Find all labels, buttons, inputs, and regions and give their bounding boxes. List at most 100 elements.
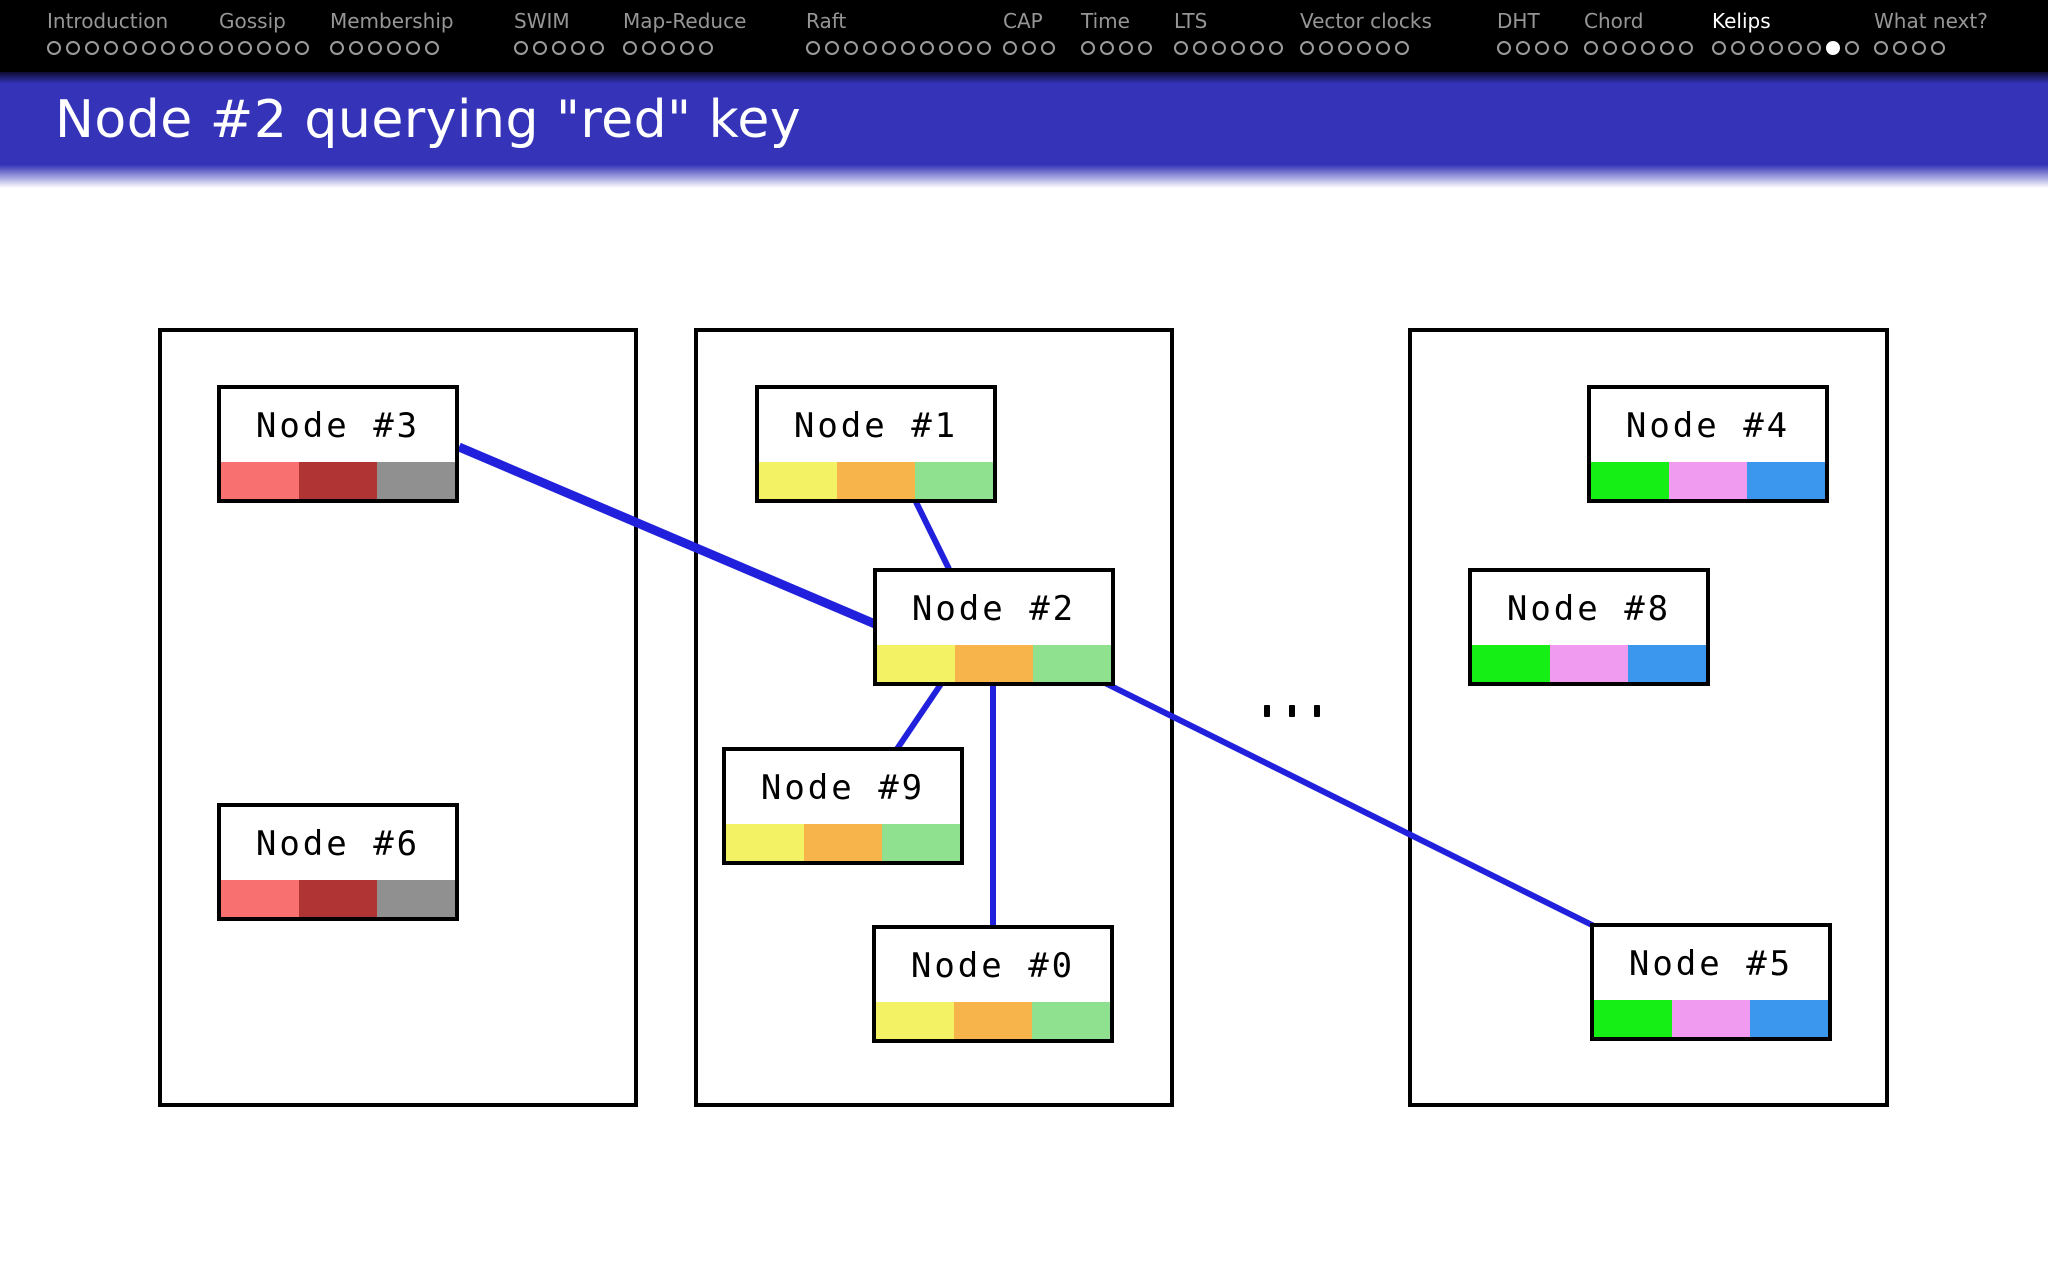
nav-section-swim[interactable]: SWIM xyxy=(514,8,604,55)
slide-dot[interactable] xyxy=(882,41,896,55)
slide-dot[interactable] xyxy=(1300,41,1314,55)
nav-section-label[interactable]: Map-Reduce xyxy=(623,9,747,33)
slide-dot[interactable] xyxy=(661,41,675,55)
slide-dot[interactable] xyxy=(699,41,713,55)
slide-dot[interactable] xyxy=(1003,41,1017,55)
slide-dot[interactable] xyxy=(1893,41,1907,55)
slide-dot[interactable] xyxy=(680,41,694,55)
slide-dot[interactable] xyxy=(623,41,637,55)
slide-dot[interactable] xyxy=(571,41,585,55)
slide-dot[interactable] xyxy=(901,41,915,55)
slide-dot[interactable] xyxy=(1138,41,1152,55)
slide-dot[interactable] xyxy=(219,41,233,55)
nav-section-time[interactable]: Time xyxy=(1081,8,1152,55)
slide-dot[interactable] xyxy=(349,41,363,55)
nav-section-gossip[interactable]: Gossip xyxy=(219,8,309,55)
nav-section-label[interactable]: CAP xyxy=(1003,9,1043,33)
slide-dot[interactable] xyxy=(1022,41,1036,55)
slide-dot[interactable] xyxy=(1100,41,1114,55)
nav-section-label[interactable]: Kelips xyxy=(1712,9,1771,33)
slide-dot[interactable] xyxy=(1174,41,1188,55)
slide-dot[interactable] xyxy=(1845,41,1859,55)
slide-dot[interactable] xyxy=(238,41,252,55)
slide-dot[interactable] xyxy=(257,41,271,55)
nav-section-dht[interactable]: DHT xyxy=(1497,8,1568,55)
slide-dot[interactable] xyxy=(958,41,972,55)
slide-dot[interactable] xyxy=(1769,41,1783,55)
slide-dot[interactable] xyxy=(1319,41,1333,55)
slide-dot[interactable] xyxy=(1641,41,1655,55)
slide-dot[interactable] xyxy=(1750,41,1764,55)
slide-dot[interactable] xyxy=(368,41,382,55)
nav-section-label[interactable]: Gossip xyxy=(219,9,286,33)
slide-dot-current[interactable] xyxy=(1826,41,1840,55)
nav-section-label[interactable]: Raft xyxy=(806,9,847,33)
slide-dot[interactable] xyxy=(806,41,820,55)
slide-dot[interactable] xyxy=(825,41,839,55)
slide-dot[interactable] xyxy=(1269,41,1283,55)
slide-dot[interactable] xyxy=(977,41,991,55)
slide-dot[interactable] xyxy=(920,41,934,55)
nav-section-lts[interactable]: LTS xyxy=(1174,8,1283,55)
slide-dot[interactable] xyxy=(533,41,547,55)
slide-dot[interactable] xyxy=(1931,41,1945,55)
slide-dot[interactable] xyxy=(514,41,528,55)
nav-section-membership[interactable]: Membership xyxy=(330,8,454,55)
slide-dot[interactable] xyxy=(85,41,99,55)
nav-section-cap[interactable]: CAP xyxy=(1003,8,1055,55)
nav-section-label[interactable]: Time xyxy=(1081,9,1130,33)
slide-dot[interactable] xyxy=(939,41,953,55)
slide-dot[interactable] xyxy=(1041,41,1055,55)
nav-section-label[interactable]: SWIM xyxy=(514,9,570,33)
slide-dot[interactable] xyxy=(406,41,420,55)
slide-dot[interactable] xyxy=(47,41,61,55)
slide-dot[interactable] xyxy=(863,41,877,55)
nav-section-what-next[interactable]: What next? xyxy=(1874,8,1988,55)
slide-dot[interactable] xyxy=(1212,41,1226,55)
slide-dot[interactable] xyxy=(330,41,344,55)
nav-section-label[interactable]: Chord xyxy=(1584,9,1644,33)
slide-dot[interactable] xyxy=(1516,41,1530,55)
slide-dot[interactable] xyxy=(1807,41,1821,55)
nav-section-label[interactable]: What next? xyxy=(1874,9,1988,33)
slide-dot[interactable] xyxy=(1250,41,1264,55)
nav-section-label[interactable]: Membership xyxy=(330,9,454,33)
slide-dot[interactable] xyxy=(161,41,175,55)
nav-section-raft[interactable]: Raft xyxy=(806,8,991,55)
slide-dot[interactable] xyxy=(180,41,194,55)
slide-dot[interactable] xyxy=(590,41,604,55)
slide-dot[interactable] xyxy=(1535,41,1549,55)
slide-dot[interactable] xyxy=(1081,41,1095,55)
slide-dot[interactable] xyxy=(1584,41,1598,55)
slide-dot[interactable] xyxy=(1231,41,1245,55)
nav-section-chord[interactable]: Chord xyxy=(1584,8,1693,55)
slide-dot[interactable] xyxy=(1788,41,1802,55)
slide-dot[interactable] xyxy=(295,41,309,55)
slide-dot[interactable] xyxy=(1554,41,1568,55)
slide-dot[interactable] xyxy=(1497,41,1511,55)
slide-dot[interactable] xyxy=(1712,41,1726,55)
slide-dot[interactable] xyxy=(844,41,858,55)
slide-dot[interactable] xyxy=(387,41,401,55)
nav-section-label[interactable]: DHT xyxy=(1497,9,1540,33)
slide-dot[interactable] xyxy=(642,41,656,55)
slide-dot[interactable] xyxy=(1395,41,1409,55)
nav-section-kelips[interactable]: Kelips xyxy=(1712,8,1859,55)
slide-dot[interactable] xyxy=(425,41,439,55)
slide-dot[interactable] xyxy=(1660,41,1674,55)
nav-section-vector-clocks[interactable]: Vector clocks xyxy=(1300,8,1432,55)
nav-section-label[interactable]: LTS xyxy=(1174,9,1208,33)
slide-dot[interactable] xyxy=(276,41,290,55)
slide-dot[interactable] xyxy=(1912,41,1926,55)
slide-dot[interactable] xyxy=(199,41,213,55)
slide-dot[interactable] xyxy=(66,41,80,55)
slide-dot[interactable] xyxy=(142,41,156,55)
nav-section-label[interactable]: Vector clocks xyxy=(1300,9,1432,33)
slide-dot[interactable] xyxy=(1119,41,1133,55)
nav-section-introduction[interactable]: Introduction xyxy=(47,8,213,55)
nav-section-label[interactable]: Introduction xyxy=(47,9,169,33)
slide-dot[interactable] xyxy=(104,41,118,55)
slide-dot[interactable] xyxy=(552,41,566,55)
slide-dot[interactable] xyxy=(1603,41,1617,55)
slide-dot[interactable] xyxy=(1874,41,1888,55)
